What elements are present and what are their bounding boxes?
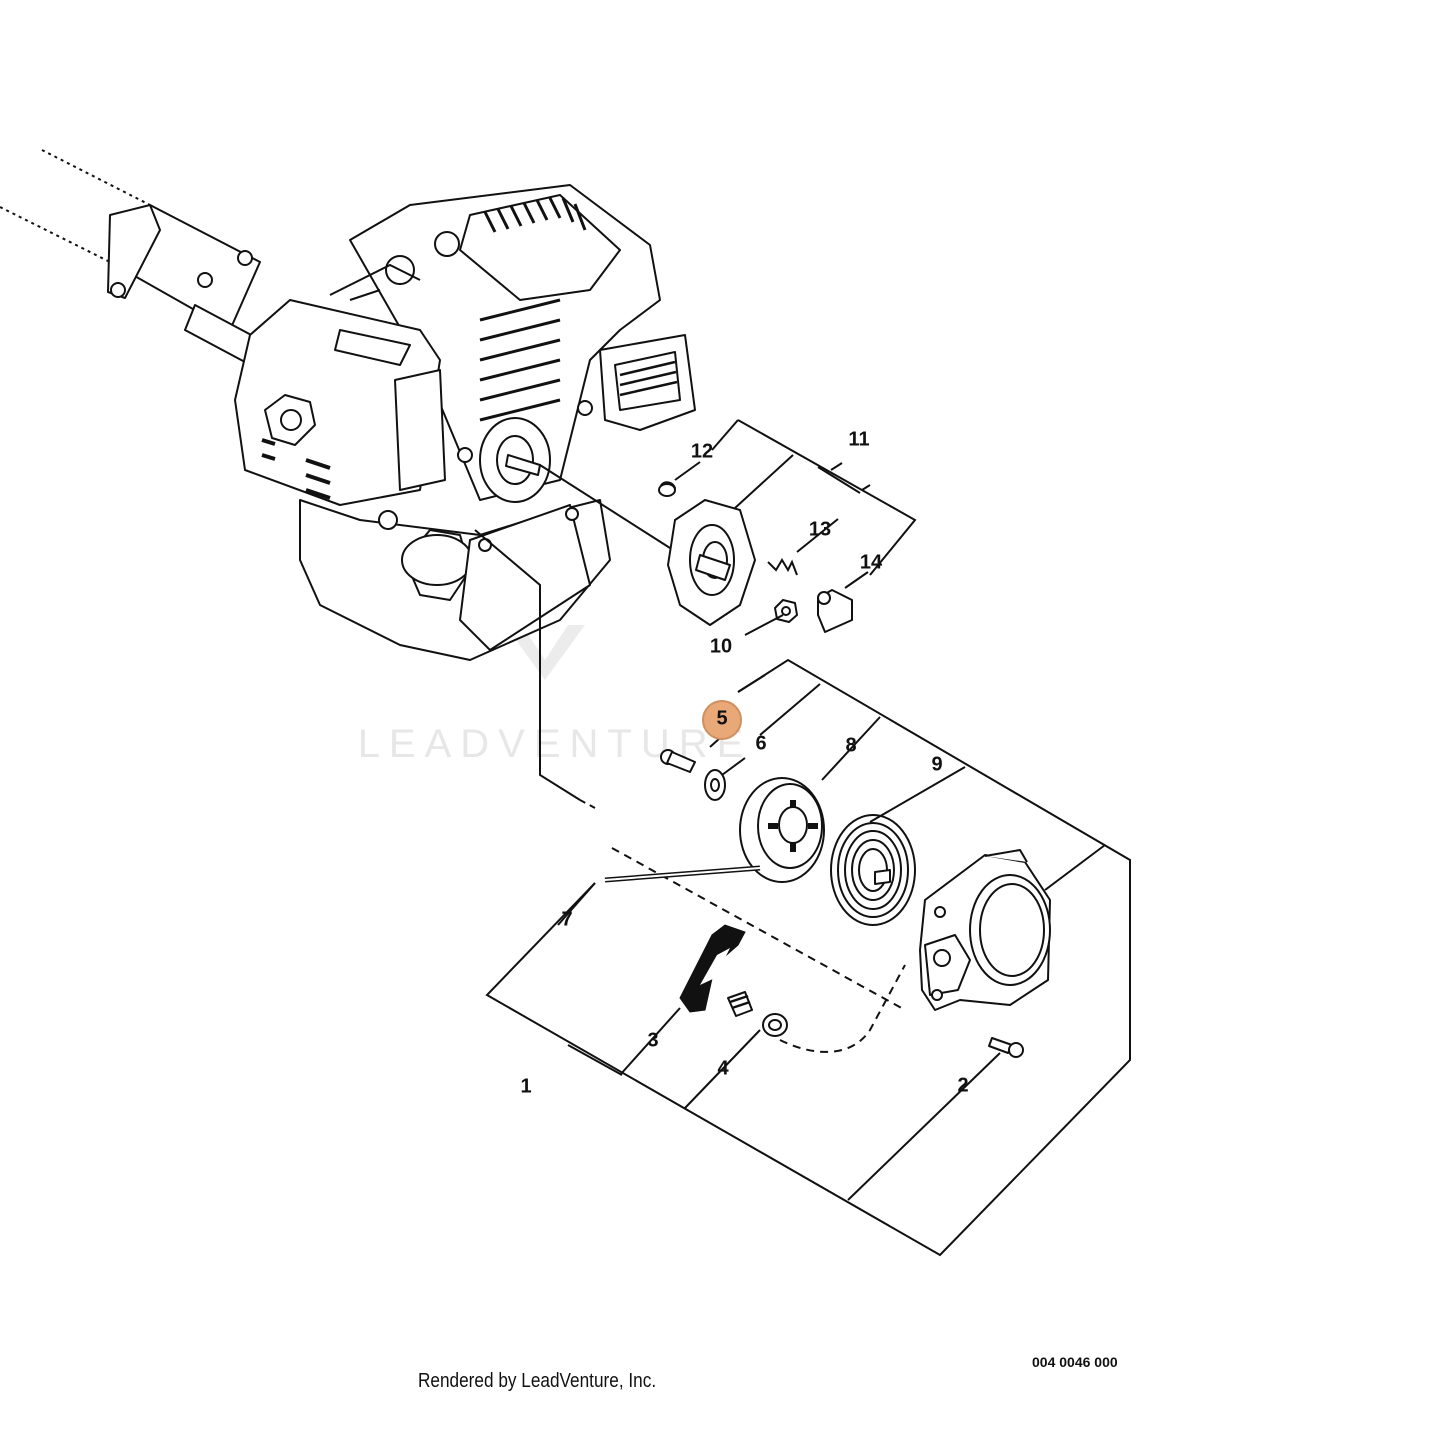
part-9-rewind-spring[interactable] (830, 814, 916, 926)
part-10-nut[interactable] (774, 599, 798, 623)
part-1-starter-housing[interactable] (919, 849, 1051, 1011)
callout-7[interactable]: 7 (561, 908, 572, 930)
part-4-rope-guide-bushing[interactable] (762, 1013, 788, 1037)
callout-6[interactable]: 6 (755, 732, 766, 754)
part-8-rope-rotor[interactable] (739, 777, 825, 883)
selected-part-highlight (702, 700, 742, 740)
part-7-starter-rope[interactable] (604, 865, 761, 883)
callout-labels: 1 2 3 4 5 6 7 8 9 10 11 12 13 14 (520, 428, 968, 1097)
callout-leader-lines (485, 419, 1131, 1257)
part-13-spring[interactable] (767, 558, 798, 576)
callout-8[interactable]: 8 (845, 734, 856, 756)
callout-10[interactable]: 10 (710, 635, 732, 657)
drive-shaft (0, 149, 271, 371)
part-11-pawl-carrier[interactable] (667, 499, 756, 626)
callout-4[interactable]: 4 (717, 1057, 729, 1079)
watermark-text: LEADVENTURE (358, 722, 753, 766)
callout-3[interactable]: 3 (647, 1029, 658, 1051)
part-5-screw[interactable] (660, 749, 696, 773)
callout-5[interactable]: 5 (716, 707, 727, 729)
part-2-screw[interactable] (988, 1037, 1024, 1058)
part-6-washer[interactable] (704, 769, 726, 801)
callout-14[interactable]: 14 (860, 551, 883, 573)
callout-12[interactable]: 12 (691, 440, 713, 462)
diagram-code: 004 0046 000 (1032, 1354, 1118, 1370)
part-12-circlip[interactable] (658, 481, 676, 497)
callout-1[interactable]: 1 (520, 1075, 531, 1097)
callout-11[interactable]: 11 (848, 428, 869, 450)
engine-assembly (234, 184, 696, 661)
assembly-center-lines (474, 464, 906, 1053)
callout-9[interactable]: 9 (931, 753, 942, 775)
part-14-pawl[interactable] (817, 589, 853, 633)
callout-13[interactable]: 13 (809, 518, 831, 540)
part-3-starter-grip[interactable] (679, 924, 753, 1017)
callout-2[interactable]: 2 (957, 1074, 968, 1096)
render-credit: Rendered by LeadVenture, Inc. (418, 1370, 657, 1392)
